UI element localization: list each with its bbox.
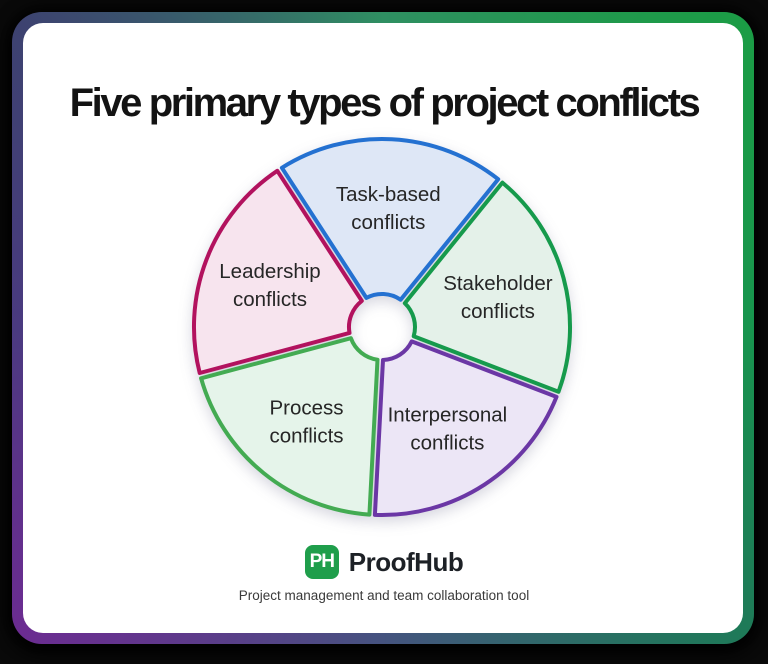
- proofhub-logo: PH ProofHub: [304, 545, 464, 579]
- pie-segment-interpersonal: [372, 339, 559, 517]
- brand-tagline: Project management and team collaboratio…: [238, 588, 530, 603]
- pie-segment-stakeholder: [402, 180, 573, 394]
- infographic-card: [23, 23, 743, 633]
- brand-footer: PH ProofHub Project management and team …: [0, 545, 768, 603]
- page-title: Five primary types of project conflicts: [69, 80, 701, 125]
- pie-segment-process: [199, 336, 380, 517]
- proofhub-logo-text: ProofHub: [348, 546, 464, 577]
- pie-segment-leadership: [191, 168, 364, 375]
- pie-segment-task-based: [279, 137, 501, 302]
- proofhub-logo-icon: PH: [304, 545, 339, 579]
- infographic-card-frame: [12, 12, 754, 644]
